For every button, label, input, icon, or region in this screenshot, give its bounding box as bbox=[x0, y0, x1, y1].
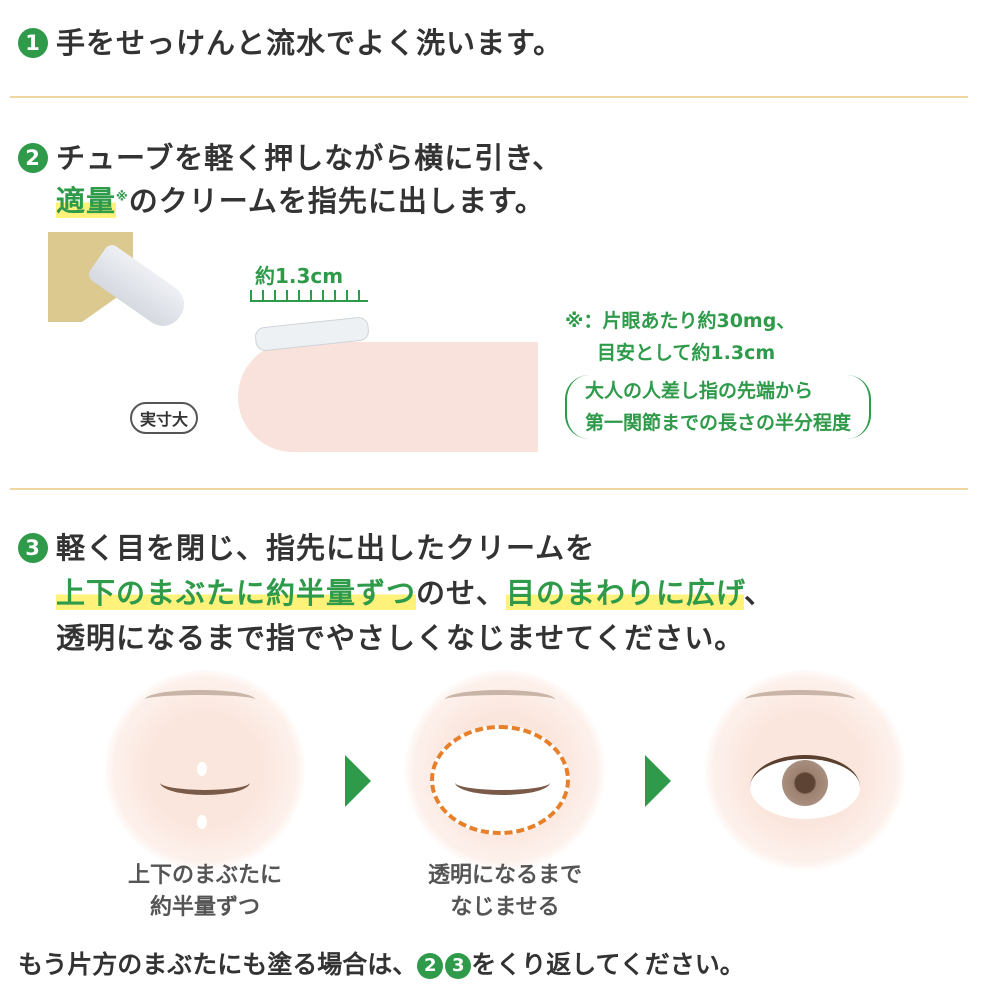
step-3-text: 軽く目を閉じ、指先に出したクリームを bbox=[56, 531, 596, 565]
footnote-mark: ※ bbox=[116, 189, 129, 204]
highlight: 適量 bbox=[56, 184, 117, 218]
step-3-line3: 透明になるまで指でやさしくなじませてください。 bbox=[56, 621, 745, 655]
caption-2: 透明になるまでなじませる bbox=[400, 860, 610, 924]
note-paren: 大人の人差し指の先端から 第一関節までの長さの半分程度 bbox=[565, 375, 872, 439]
step-number: 3 bbox=[445, 953, 472, 979]
next-arrow-icon bbox=[345, 755, 371, 807]
step-1: 1 手をせっけんと流水でよく洗います。 bbox=[18, 20, 563, 62]
eye-open-illustration bbox=[705, 670, 905, 870]
iris bbox=[782, 760, 828, 806]
caption-line: なじませる bbox=[450, 895, 560, 920]
step-3-text: 、 bbox=[744, 576, 775, 610]
ruler-label: 約1.3cm bbox=[255, 264, 344, 288]
step-3-text: のせ、 bbox=[416, 576, 507, 610]
eyebrow bbox=[145, 690, 255, 709]
note-line: 大人の人差し指の先端から bbox=[585, 380, 814, 402]
step-2-text: のクリームを指先に出します。 bbox=[128, 184, 545, 218]
footer-text: もう片方のまぶたにも塗る場合は、 bbox=[18, 950, 418, 979]
ruler bbox=[250, 290, 368, 302]
tube-nozzle bbox=[85, 242, 192, 334]
step-number: 2 bbox=[18, 143, 48, 173]
step-number: 3 bbox=[18, 533, 48, 563]
tube-illustration: 約1.3cm 実寸大 bbox=[0, 232, 560, 452]
step-3-line1: 3 軽く目を閉じ、指先に出したクリームを bbox=[18, 525, 595, 567]
caption-1: 上下のまぶたに約半量ずつ bbox=[100, 860, 310, 924]
note-line: ※：片眼あたり約30mg、 bbox=[565, 310, 796, 332]
step-2-line1: 2 チューブを軽く押しながら横に引き、 bbox=[18, 135, 562, 177]
note-line: 第一関節までの長さの半分程度 bbox=[585, 412, 852, 434]
step-2-text: チューブを軽く押しながら横に引き、 bbox=[56, 141, 563, 175]
note-line: 目安として約1.3cm bbox=[597, 342, 776, 364]
eyelash bbox=[455, 770, 550, 795]
eye-closed-illustration bbox=[105, 670, 305, 870]
caption-line: 約半量ずつ bbox=[149, 895, 260, 920]
caption-line: 上下のまぶたに bbox=[127, 863, 282, 888]
eyebrow bbox=[445, 690, 555, 709]
cream-dot bbox=[197, 762, 207, 776]
footer-text: をくり返してください。 bbox=[471, 950, 745, 979]
note: ※：片眼あたり約30mg、 目安として約1.3cm 大人の人差し指の先端から 第… bbox=[565, 305, 872, 439]
divider bbox=[10, 488, 968, 490]
divider bbox=[10, 96, 968, 98]
step-number: 1 bbox=[18, 28, 48, 58]
actual-size-badge: 実寸大 bbox=[130, 402, 199, 434]
caption-line: 透明になるまで bbox=[427, 863, 582, 888]
step-3-line2: 上下のまぶたに約半量ずつのせ、目のまわりに広げ、 bbox=[56, 570, 774, 612]
step-2-line2: 適量※のクリームを指先に出します。 bbox=[56, 178, 545, 220]
highlight: 上下のまぶたに約半量ずつ bbox=[56, 576, 417, 610]
eye-spread-illustration bbox=[405, 670, 605, 870]
eyelash bbox=[160, 770, 250, 795]
finger bbox=[238, 342, 538, 452]
highlight: 目のまわりに広げ bbox=[506, 576, 745, 610]
step-number: 2 bbox=[417, 953, 444, 979]
eyebrow bbox=[745, 690, 855, 709]
next-arrow-icon bbox=[645, 755, 671, 807]
cream-dot bbox=[197, 815, 207, 829]
step-1-text: 手をせっけんと流水でよく洗います。 bbox=[56, 26, 564, 60]
